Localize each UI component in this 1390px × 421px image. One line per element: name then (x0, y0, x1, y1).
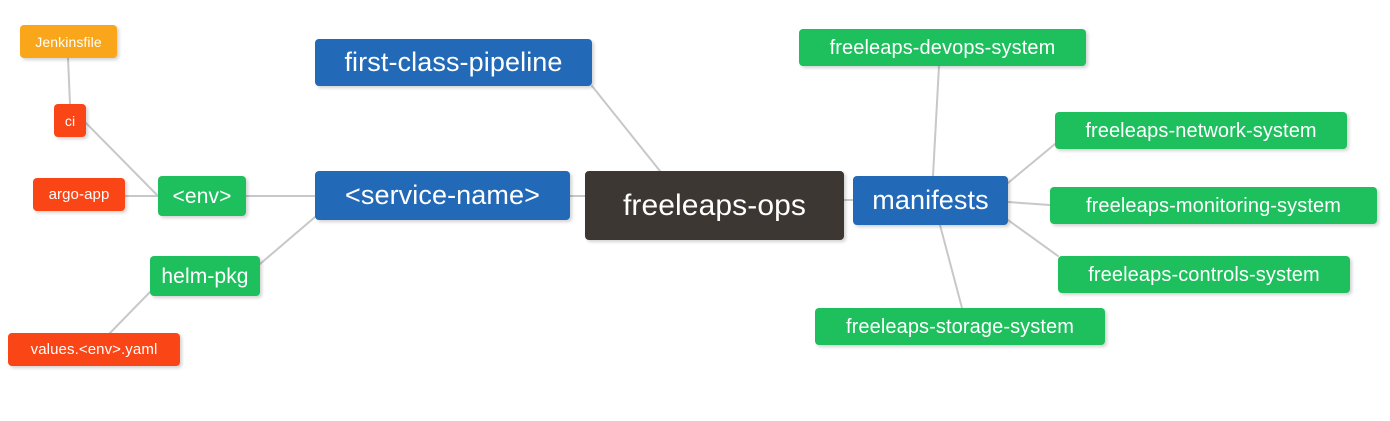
edge-manifests-to-freeleaps-devops-system (932, 65, 940, 177)
node-label-jenkinsfile: Jenkinsfile (35, 33, 102, 50)
edge-manifests-to-freeleaps-storage-system (939, 224, 963, 309)
node-label-freeleaps-network-system: freeleaps-network-system (1085, 119, 1317, 142)
node-label-env: <env> (172, 184, 232, 208)
node-label-values-yaml: values.<env>.yaml (30, 341, 158, 358)
node-argo-app[interactable]: argo-app (33, 178, 125, 211)
edge-manifests-to-freeleaps-network-system (1007, 143, 1056, 184)
node-freeleaps-controls-system[interactable]: freeleaps-controls-system (1058, 256, 1350, 293)
node-label-freeleaps-devops-system: freeleaps-devops-system (829, 36, 1056, 59)
edge-helm-pkg-to-values-yaml (109, 291, 151, 334)
node-label-freeleaps-monitoring-system: freeleaps-monitoring-system (1085, 194, 1341, 217)
node-label-manifests: manifests (872, 185, 989, 215)
node-label-freeleaps-controls-system: freeleaps-controls-system (1088, 263, 1320, 286)
edge-first-class-pipeline-to-freeleaps-ops (591, 85, 661, 172)
node-label-helm-pkg: helm-pkg (161, 264, 249, 288)
node-label-freeleaps-storage-system: freeleaps-storage-system (845, 315, 1075, 338)
node-freeleaps-network-system[interactable]: freeleaps-network-system (1055, 112, 1347, 149)
node-label-argo-app: argo-app (48, 186, 110, 203)
node-env[interactable]: <env> (158, 176, 246, 216)
node-freeleaps-monitoring-system[interactable]: freeleaps-monitoring-system (1050, 187, 1377, 224)
node-values-yaml[interactable]: values.<env>.yaml (8, 333, 180, 366)
edge-manifests-to-freeleaps-monitoring-system (1007, 201, 1051, 206)
node-first-class-pipeline[interactable]: first-class-pipeline (315, 39, 592, 86)
node-freeleaps-ops[interactable]: freeleaps-ops (585, 171, 844, 240)
node-label-service-name: <service-name> (345, 180, 540, 210)
node-freeleaps-devops-system[interactable]: freeleaps-devops-system (799, 29, 1086, 66)
edge-manifests-to-freeleaps-controls-system (1007, 219, 1059, 257)
node-label-ci: ci (64, 112, 76, 129)
node-manifests[interactable]: manifests (853, 176, 1008, 225)
node-service-name[interactable]: <service-name> (315, 171, 570, 220)
edge-jenkinsfile-to-ci (67, 57, 71, 105)
node-jenkinsfile[interactable]: Jenkinsfile (20, 25, 117, 58)
node-label-first-class-pipeline: first-class-pipeline (344, 47, 563, 77)
node-helm-pkg[interactable]: helm-pkg (150, 256, 260, 296)
node-freeleaps-storage-system[interactable]: freeleaps-storage-system (815, 308, 1105, 345)
node-label-freeleaps-ops: freeleaps-ops (622, 188, 807, 222)
node-ci[interactable]: ci (54, 104, 86, 137)
edge-service-name-to-helm-pkg (259, 216, 316, 265)
